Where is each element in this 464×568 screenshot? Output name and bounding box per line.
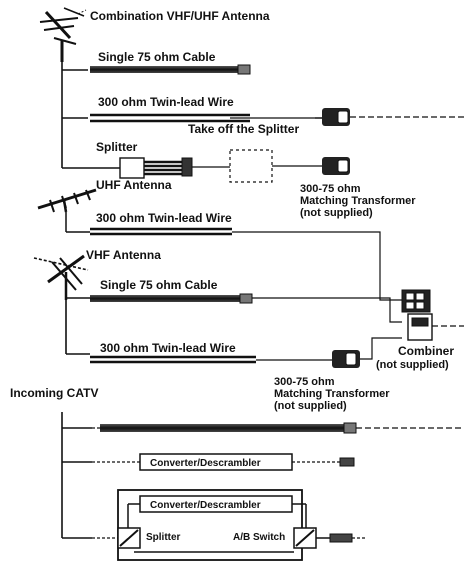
catv-ab-switch-assembly [92,489,307,561]
combiner-label-line1: Combiner [398,344,454,358]
combo-bracket [61,62,88,169]
transformer2-line1: 300-75 ohm [274,376,335,388]
single-75-cable-a [90,64,251,75]
matching-transformer-icon-1b [322,157,350,175]
vhf-antenna-label: VHF Antenna [86,248,161,262]
combiner-icon [401,289,464,341]
splitter-label: Splitter [96,140,138,154]
transformer2-line2: Matching Transformer [274,388,390,400]
transformer1-line3: (not supplied) [300,207,373,219]
catv-converter-row [92,453,355,471]
twinlead-label-uhf: 300 ohm Twin-lead Wire [96,211,232,225]
twinlead-label-a: 300 ohm Twin-lead Wire [98,95,234,109]
twinlead-wire-uhf [65,212,402,301]
incoming-catv-label: Incoming CATV [10,386,98,400]
uhf-antenna-icon [37,188,97,213]
transformer1-line1: 300-75 ohm [300,183,361,195]
converter-descrambler-label-2: Converter/Descrambler [150,500,261,511]
combination-antenna-label: Combination VHF/UHF Antenna [90,9,270,23]
single-75-cable-b [90,293,402,323]
matching-transformer-icon-1 [315,108,350,126]
catv-bracket [61,412,92,539]
uhf-antenna-label: UHF Antenna [96,178,172,192]
removed-splitter-outline [229,149,273,183]
vhf-bracket [65,297,90,355]
ab-switch-label: A/B Switch [233,532,285,543]
single-75-cable-label-a: Single 75 ohm Cable [98,50,216,64]
twinlead-wire-a [90,113,315,123]
combiner-label-line2: (not supplied) [376,359,449,371]
converter-descrambler-label-1: Converter/Descrambler [150,458,261,469]
ab-switch-icon [293,527,366,549]
take-off-splitter-note: Take off the Splitter [188,122,299,136]
matching-transformer-icon-2 [332,337,402,368]
catv-direct-cable [92,422,464,434]
single-75-cable-label-b: Single 75 ohm Cable [100,278,218,292]
splitter-icon [88,157,230,179]
twinlead-label-vhf: 300 ohm Twin-lead Wire [100,341,236,355]
combination-antenna-icon [39,7,87,62]
twinlead-wire-vhf [90,355,332,364]
catv-splitter-label: Splitter [146,532,181,543]
transformer2-line3: (not supplied) [274,400,347,412]
vhf-antenna-icon [33,254,89,300]
catv-splitter-icon [117,527,141,549]
transformer1-line2: Matching Transformer [300,195,416,207]
